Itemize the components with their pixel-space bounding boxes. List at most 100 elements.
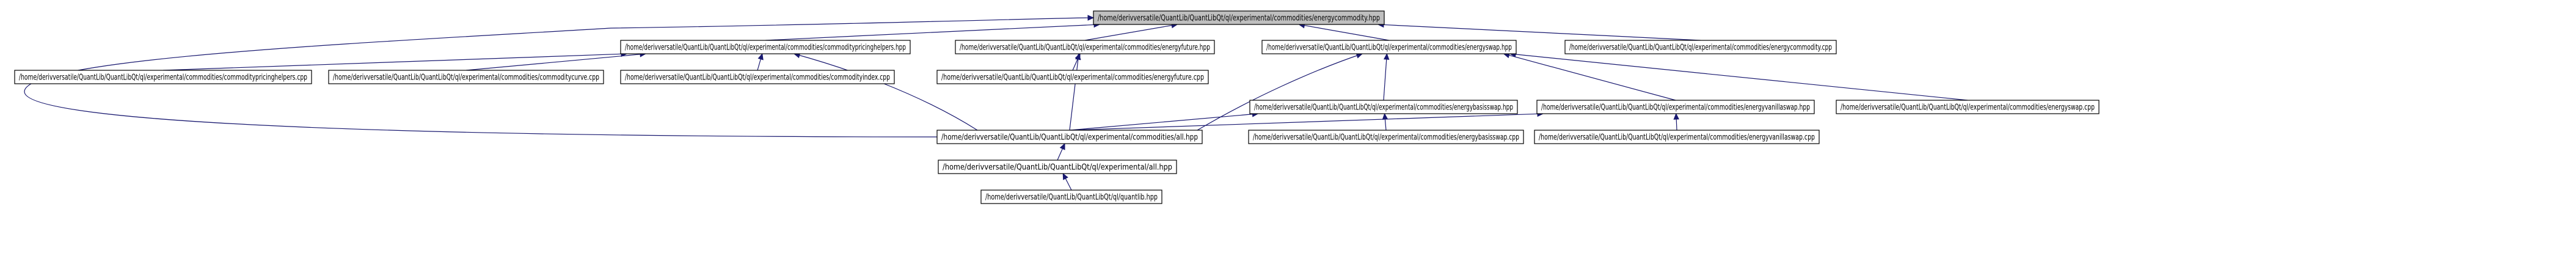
edge-n12-to-n1 <box>793 52 978 131</box>
edge-line <box>1072 58 1078 71</box>
node-commodities-commoditypricinghelpers-hpp[interactable]: /home/derivversatile/QuantLib/QuantLibQt… <box>620 40 911 54</box>
node-commodities-energycommodity-cpp[interactable]: /home/derivversatile/QuantLib/QuantLibQt… <box>1564 40 1837 54</box>
edges-layer <box>24 15 1968 191</box>
node-ql-quantlib-hpp[interactable]: /home/derivversatile/QuantLib/QuantLibQt… <box>980 189 1162 204</box>
node-box <box>1261 40 1517 54</box>
node-label: /home/derivversatile/QuantLib/QuantLibQt… <box>1254 103 1513 112</box>
node-box <box>936 70 1209 84</box>
node-commodities-energybasisswap-cpp[interactable]: /home/derivversatile/QuantLib/QuantLibQt… <box>1248 130 1524 144</box>
edge-n16-to-n15 <box>1062 172 1072 191</box>
node-label: /home/derivversatile/QuantLib/QuantLibQt… <box>19 73 307 83</box>
edge-n7-to-n1 <box>757 53 764 71</box>
node-commodities-energycommodity-hpp: /home/derivversatile/QuantLib/QuantLibQt… <box>1093 10 1385 25</box>
nodes-layer: /home/derivversatile/QuantLib/QuantLibQt… <box>14 10 2100 204</box>
node-label: /home/derivversatile/QuantLib/QuantLibQt… <box>625 43 906 53</box>
edge-line <box>757 59 761 71</box>
edge-line <box>162 53 622 71</box>
node-label: /home/derivversatile/QuantLib/QuantLibQt… <box>1253 133 1519 142</box>
node-label: /home/derivversatile/QuantLib/QuantLibQt… <box>1569 43 1832 53</box>
node-label: /home/derivversatile/QuantLib/QuantLibQt… <box>941 73 1204 83</box>
edge-n13-to-n9 <box>1382 112 1388 131</box>
node-box <box>1836 100 2100 114</box>
edge-n14-to-n10 <box>1673 112 1679 131</box>
edge-line <box>1057 148 1063 161</box>
edge-arrowhead <box>1673 112 1679 120</box>
node-label: /home/derivversatile/QuantLib/QuantLibQt… <box>333 73 599 83</box>
node-label: /home/derivversatile/QuantLib/QuantLibQt… <box>941 133 1198 142</box>
edge-n6-to-n1 <box>465 51 647 71</box>
edge-n12-to-n0 <box>24 15 1095 138</box>
node-label: /home/derivversatile/QuantLib/QuantLibQt… <box>1539 133 1815 142</box>
node-label: /home/derivversatile/QuantLib/QuantLibQt… <box>1841 103 2095 112</box>
edge-n12-to-n10 <box>1069 111 1544 131</box>
node-box <box>955 40 1215 54</box>
edge-line <box>1069 114 1253 131</box>
node-box <box>1534 130 1820 144</box>
edge-arrowhead <box>1062 172 1068 180</box>
node-label: /home/derivversatile/QuantLib/QuantLibQt… <box>1098 13 1380 23</box>
edge-arrowhead <box>1382 112 1388 120</box>
node-box <box>936 130 1203 144</box>
node-commodities-energyfuture-cpp[interactable]: /home/derivversatile/QuantLib/QuantLibQt… <box>936 70 1209 84</box>
node-commodities-commoditycurve-cpp[interactable]: /home/derivversatile/QuantLib/QuantLibQt… <box>328 70 604 84</box>
node-box <box>1093 10 1385 25</box>
edge-line <box>1515 54 1968 101</box>
edge-line <box>765 24 1095 41</box>
edge-line <box>1084 24 1172 41</box>
edge-n11-to-n3 <box>1509 51 1968 101</box>
node-commodities-all-hpp[interactable]: /home/derivversatile/QuantLib/QuantLibQt… <box>936 130 1203 144</box>
edge-line <box>465 54 641 71</box>
node-commodities-energyswap-hpp[interactable]: /home/derivversatile/QuantLib/QuantLibQt… <box>1261 40 1517 54</box>
edge-n15-to-n12 <box>1057 142 1065 161</box>
edge-line <box>1384 119 1387 131</box>
node-label: /home/derivversatile/QuantLib/QuantLibQt… <box>1266 43 1512 53</box>
edge-line <box>1509 54 1676 101</box>
edge-n2-to-n0 <box>1084 22 1178 41</box>
edge-n12-to-n9 <box>1069 111 1259 131</box>
edge-n10-to-n3 <box>1503 52 1676 101</box>
edge-line <box>1676 119 1677 131</box>
edge-arrowhead <box>757 53 764 61</box>
edge-line <box>1069 113 1538 131</box>
node-box <box>620 40 911 54</box>
node-label: /home/derivversatile/QuantLib/QuantLibQt… <box>960 43 1210 53</box>
edge-n1-to-n0 <box>765 21 1101 41</box>
node-label: /home/derivversatile/QuantLib/QuantLibQt… <box>625 73 890 83</box>
edge-line <box>794 53 978 131</box>
node-box <box>938 160 1177 174</box>
node-experimental-all-hpp[interactable]: /home/derivversatile/QuantLib/QuantLibQt… <box>938 160 1177 174</box>
edge-arrowhead <box>1087 15 1095 21</box>
node-commodities-energyvanillaswap-hpp[interactable]: /home/derivversatile/QuantLib/QuantLibQt… <box>1536 100 1815 114</box>
node-commodities-energybasisswap-hpp[interactable]: /home/derivversatile/QuantLib/QuantLibQt… <box>1249 100 1518 114</box>
edge-line <box>1304 24 1390 41</box>
edge-line <box>1383 59 1387 101</box>
node-box <box>1536 100 1815 114</box>
node-box <box>1248 130 1524 144</box>
edge-arrowhead <box>1075 53 1081 61</box>
node-commodities-energyfuture-hpp[interactable]: /home/derivversatile/QuantLib/QuantLibQt… <box>955 40 1215 54</box>
node-box <box>620 70 895 84</box>
edge-n9-to-n3 <box>1383 53 1390 101</box>
edge-line <box>1069 59 1079 131</box>
node-label: /home/derivversatile/QuantLib/QuantLibQt… <box>1541 103 1810 112</box>
node-commodities-commoditypricinghelpers-cpp[interactable]: /home/derivversatile/QuantLib/QuantLibQt… <box>14 70 312 84</box>
edge-n3-to-n0 <box>1298 22 1390 41</box>
node-label: /home/derivversatile/QuantLib/QuantLibQt… <box>985 193 1158 202</box>
edge-line <box>1065 178 1072 191</box>
edge-n5-to-n1 <box>162 51 628 71</box>
node-box <box>980 189 1162 204</box>
node-box <box>328 70 604 84</box>
edge-arrowhead <box>1059 142 1065 150</box>
node-commodities-commodityindex-cpp[interactable]: /home/derivversatile/QuantLib/QuantLibQt… <box>620 70 895 84</box>
edge-line <box>1383 24 1701 41</box>
edge-n12-to-n3 <box>1197 53 1363 131</box>
edge-n4-to-n0 <box>1377 21 1701 41</box>
node-commodities-energyswap-cpp[interactable]: /home/derivversatile/QuantLib/QuantLibQt… <box>1836 100 2100 114</box>
node-commodities-energyvanillaswap-cpp[interactable]: /home/derivversatile/QuantLib/QuantLibQt… <box>1534 130 1820 144</box>
node-box <box>1249 100 1518 114</box>
edge-arrowhead <box>1383 53 1390 60</box>
edge-line <box>24 17 1094 138</box>
edge-line <box>1197 53 1363 131</box>
node-box <box>14 70 312 84</box>
